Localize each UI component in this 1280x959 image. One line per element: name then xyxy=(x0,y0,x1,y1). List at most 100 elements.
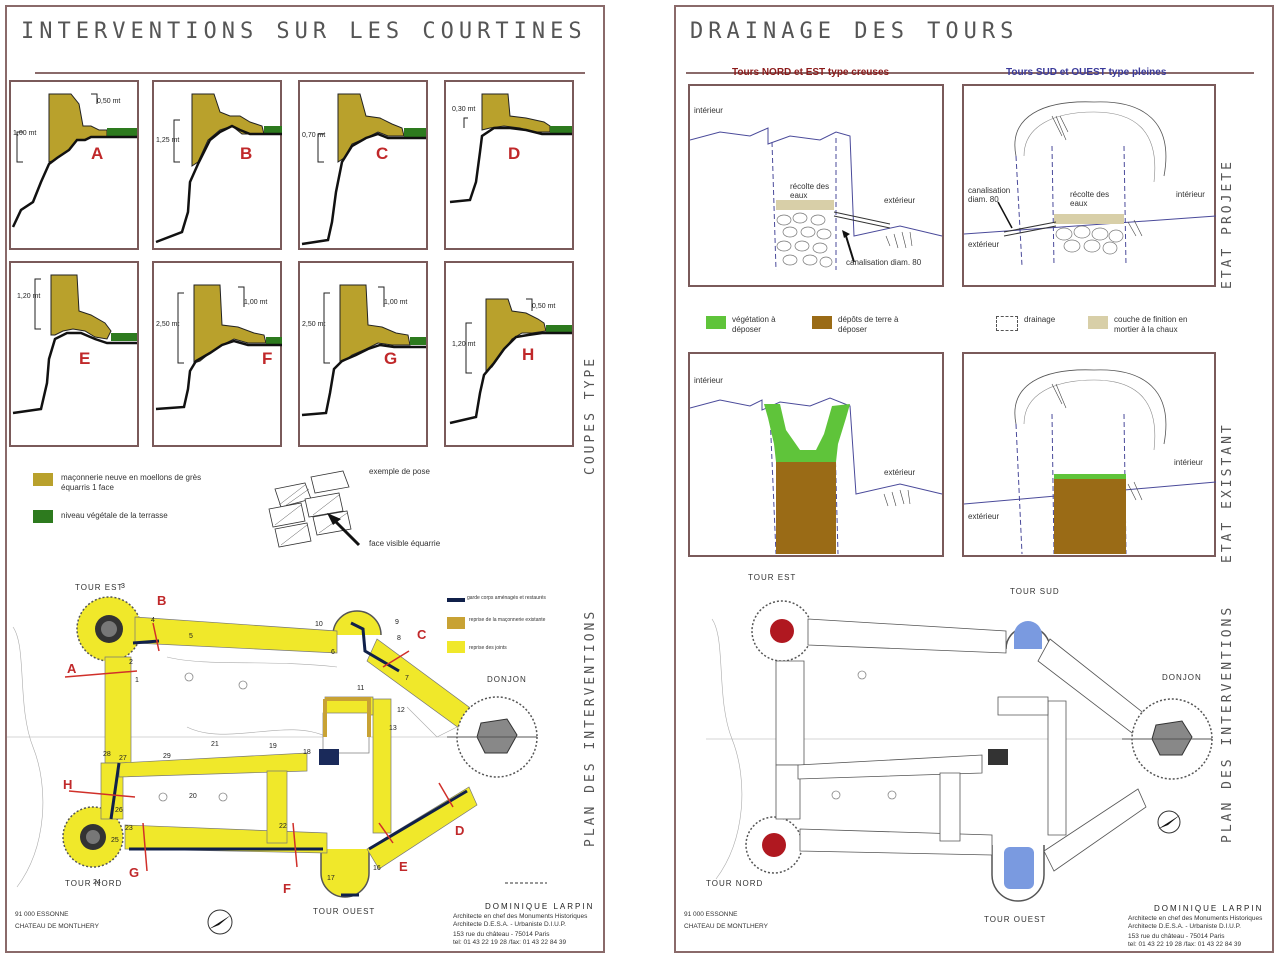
plan-num-2: 2 xyxy=(129,659,133,666)
couche-swatch xyxy=(1088,316,1108,329)
plan-num-1: 1 xyxy=(135,677,139,684)
north-arrow-icon-right xyxy=(1157,810,1181,834)
tour-est-label-left: TOUR EST xyxy=(75,583,124,592)
vegetation-legend: végétation à déposer xyxy=(732,315,776,334)
credit-name-right: DOMINIQUE LARPIN xyxy=(1154,904,1264,913)
existing-hollow-drawing xyxy=(690,397,943,555)
section-panel-e: 1,20 mt E xyxy=(9,261,139,447)
title-divider xyxy=(35,72,585,74)
location-line1-right: 91 000 ESSONNE xyxy=(684,911,738,918)
couche-legend: couche de finition en mortier à la chaux xyxy=(1114,315,1188,334)
reprise-maconnerie-swatch xyxy=(447,617,465,629)
exemple-pose-label: exemple de pose xyxy=(369,467,430,476)
tour-est-label-right: TOUR EST xyxy=(748,573,797,582)
etat-existant-label: ETAT EXISTANT xyxy=(1220,422,1235,563)
plan-num-12: 12 xyxy=(397,707,405,714)
gardecorps-swatch xyxy=(447,598,465,602)
tour-ouest-label-right: TOUR OUEST xyxy=(984,915,1047,924)
plan-letter-c: C xyxy=(417,627,427,642)
masonry-legend: maçonnerie neuve en moellons de grès équ… xyxy=(61,473,202,492)
vegetation-swatch xyxy=(706,316,726,329)
section-f-drawing xyxy=(155,284,282,411)
depots-swatch xyxy=(812,316,832,329)
plan-num-6: 6 xyxy=(331,649,335,656)
plan-letter-e: E xyxy=(399,859,408,874)
plan-num-21: 21 xyxy=(211,741,219,748)
section-b-drawing xyxy=(155,93,282,244)
coupes-type-label: COUPES TYPE xyxy=(583,355,598,475)
exterieur-label-4: extérieur xyxy=(968,512,1000,521)
masonry-swatch xyxy=(33,473,53,486)
tour-sud-label-right: TOUR SUD xyxy=(1010,587,1060,596)
credit-name-left: DOMINIQUE LARPIN xyxy=(485,902,595,911)
interieur-label-4: intérieur xyxy=(1174,458,1203,467)
exemple-pose-drawing xyxy=(268,470,361,548)
north-arrow-icon xyxy=(207,909,233,935)
section-panel-g: 2,50 mt 1,00 mt G xyxy=(298,261,428,447)
tour-nord-label-left: TOUR NORD xyxy=(65,879,123,888)
recolte-label-2: récolte des eaux xyxy=(1070,190,1110,208)
section-e-drawing xyxy=(12,274,137,415)
plan-letter-a: A xyxy=(67,661,77,676)
plan-letter-g: G xyxy=(129,865,140,880)
plan-num-10: 10 xyxy=(315,621,323,628)
section-d-letter: D xyxy=(508,144,521,163)
plan-num-13: 13 xyxy=(389,725,397,732)
plan-num-25: 25 xyxy=(111,837,119,844)
credit-line2-right: Architecte D.E.S.A. - Urbaniste D.I.U.P. xyxy=(1128,923,1241,930)
section-panel-b: 1,25 mt B xyxy=(152,80,282,250)
recolte-label-1: récolte des eaux xyxy=(790,182,830,200)
location-line1-left: 91 000 ESSONNE xyxy=(15,911,69,918)
plan-num-20: 20 xyxy=(189,793,197,800)
tour-nord-label-right: TOUR NORD xyxy=(706,879,764,888)
plan-num-8: 8 xyxy=(397,635,401,642)
section-g-drawing xyxy=(301,284,426,417)
right-sheet: DRAINAGE DES TOURS Tours NORD et EST typ… xyxy=(674,5,1274,953)
section-e-dim1: 1,20 mt xyxy=(17,293,41,300)
section-h-letter: H xyxy=(522,345,535,364)
plan-num-22: 22 xyxy=(279,823,287,830)
section-a-dim2: 1,00 mt xyxy=(13,130,37,137)
plan-num-17: 17 xyxy=(327,875,335,882)
plan-letter-b: B xyxy=(157,593,167,608)
section-panel-c: 0,70 mt C xyxy=(298,80,428,250)
plan-letter-d: D xyxy=(455,823,465,838)
section-f-dim2: 1,00 mt xyxy=(244,299,268,306)
section-f-dim1: 2,50 mt xyxy=(156,321,180,328)
location-line2-left: CHATEAU DE MONTLHERY xyxy=(15,923,99,930)
section-panel-h: 0,50 mt 1,20 mt H xyxy=(444,261,574,447)
section-b-dim1: 1,25 mt xyxy=(156,137,180,144)
plan-num-29: 29 xyxy=(163,753,171,760)
credit-line1-left: Architecte en chef des Monuments Histori… xyxy=(453,913,588,920)
plan-num-19: 19 xyxy=(269,743,277,750)
plan-num-16: 16 xyxy=(373,865,381,872)
tour-ouest-label-left: TOUR OUEST xyxy=(313,907,376,916)
existing-full-drawing xyxy=(964,369,1217,555)
exterieur-label-1: extérieur xyxy=(884,196,916,205)
reprise-maconnerie-legend: reprise de la maçonnerie existante xyxy=(469,617,546,623)
section-h-dim1: 0,50 mt xyxy=(532,303,556,310)
interieur-label-3: intérieur xyxy=(694,376,723,385)
canalisation-label-2: canalisation diam. 80 xyxy=(968,186,1011,204)
plan-num-23: 23 xyxy=(125,825,133,832)
plan-num-11: 11 xyxy=(357,685,365,692)
projected-hollow-panel: intérieur extérieur récolte des eaux can… xyxy=(688,84,944,287)
location-line2-right: CHATEAU DE MONTLHERY xyxy=(684,923,768,930)
left-sheet: INTERVENTIONS SUR LES COURTINES 0,50 mt … xyxy=(5,5,605,953)
credit-line3-right: 153 rue du château - 75014 Paris xyxy=(1128,933,1225,940)
section-h-dim2: 1,20 mt xyxy=(452,341,476,348)
depots-legend: dépôts de terre à déposer xyxy=(838,315,899,334)
left-sheet-title: INTERVENTIONS SUR LES COURTINES xyxy=(21,19,587,44)
plan-num-26: 26 xyxy=(115,807,123,814)
credit-line2-left: Architecte D.E.S.A. - Urbaniste D.I.U.P. xyxy=(453,921,566,928)
plan-num-7: 7 xyxy=(405,675,409,682)
left-plan-drawing xyxy=(7,596,547,898)
section-g-dim1: 2,50 mt xyxy=(302,321,326,328)
section-a-drawing xyxy=(11,93,137,228)
right-sheet-title: DRAINAGE DES TOURS xyxy=(690,19,1019,44)
drainage-legend: drainage xyxy=(1024,315,1056,324)
section-a-letter: A xyxy=(91,144,104,163)
plan-num-3: 3 xyxy=(121,583,125,590)
plan-letter-f: F xyxy=(283,881,291,896)
plan-num-5: 5 xyxy=(189,633,193,640)
